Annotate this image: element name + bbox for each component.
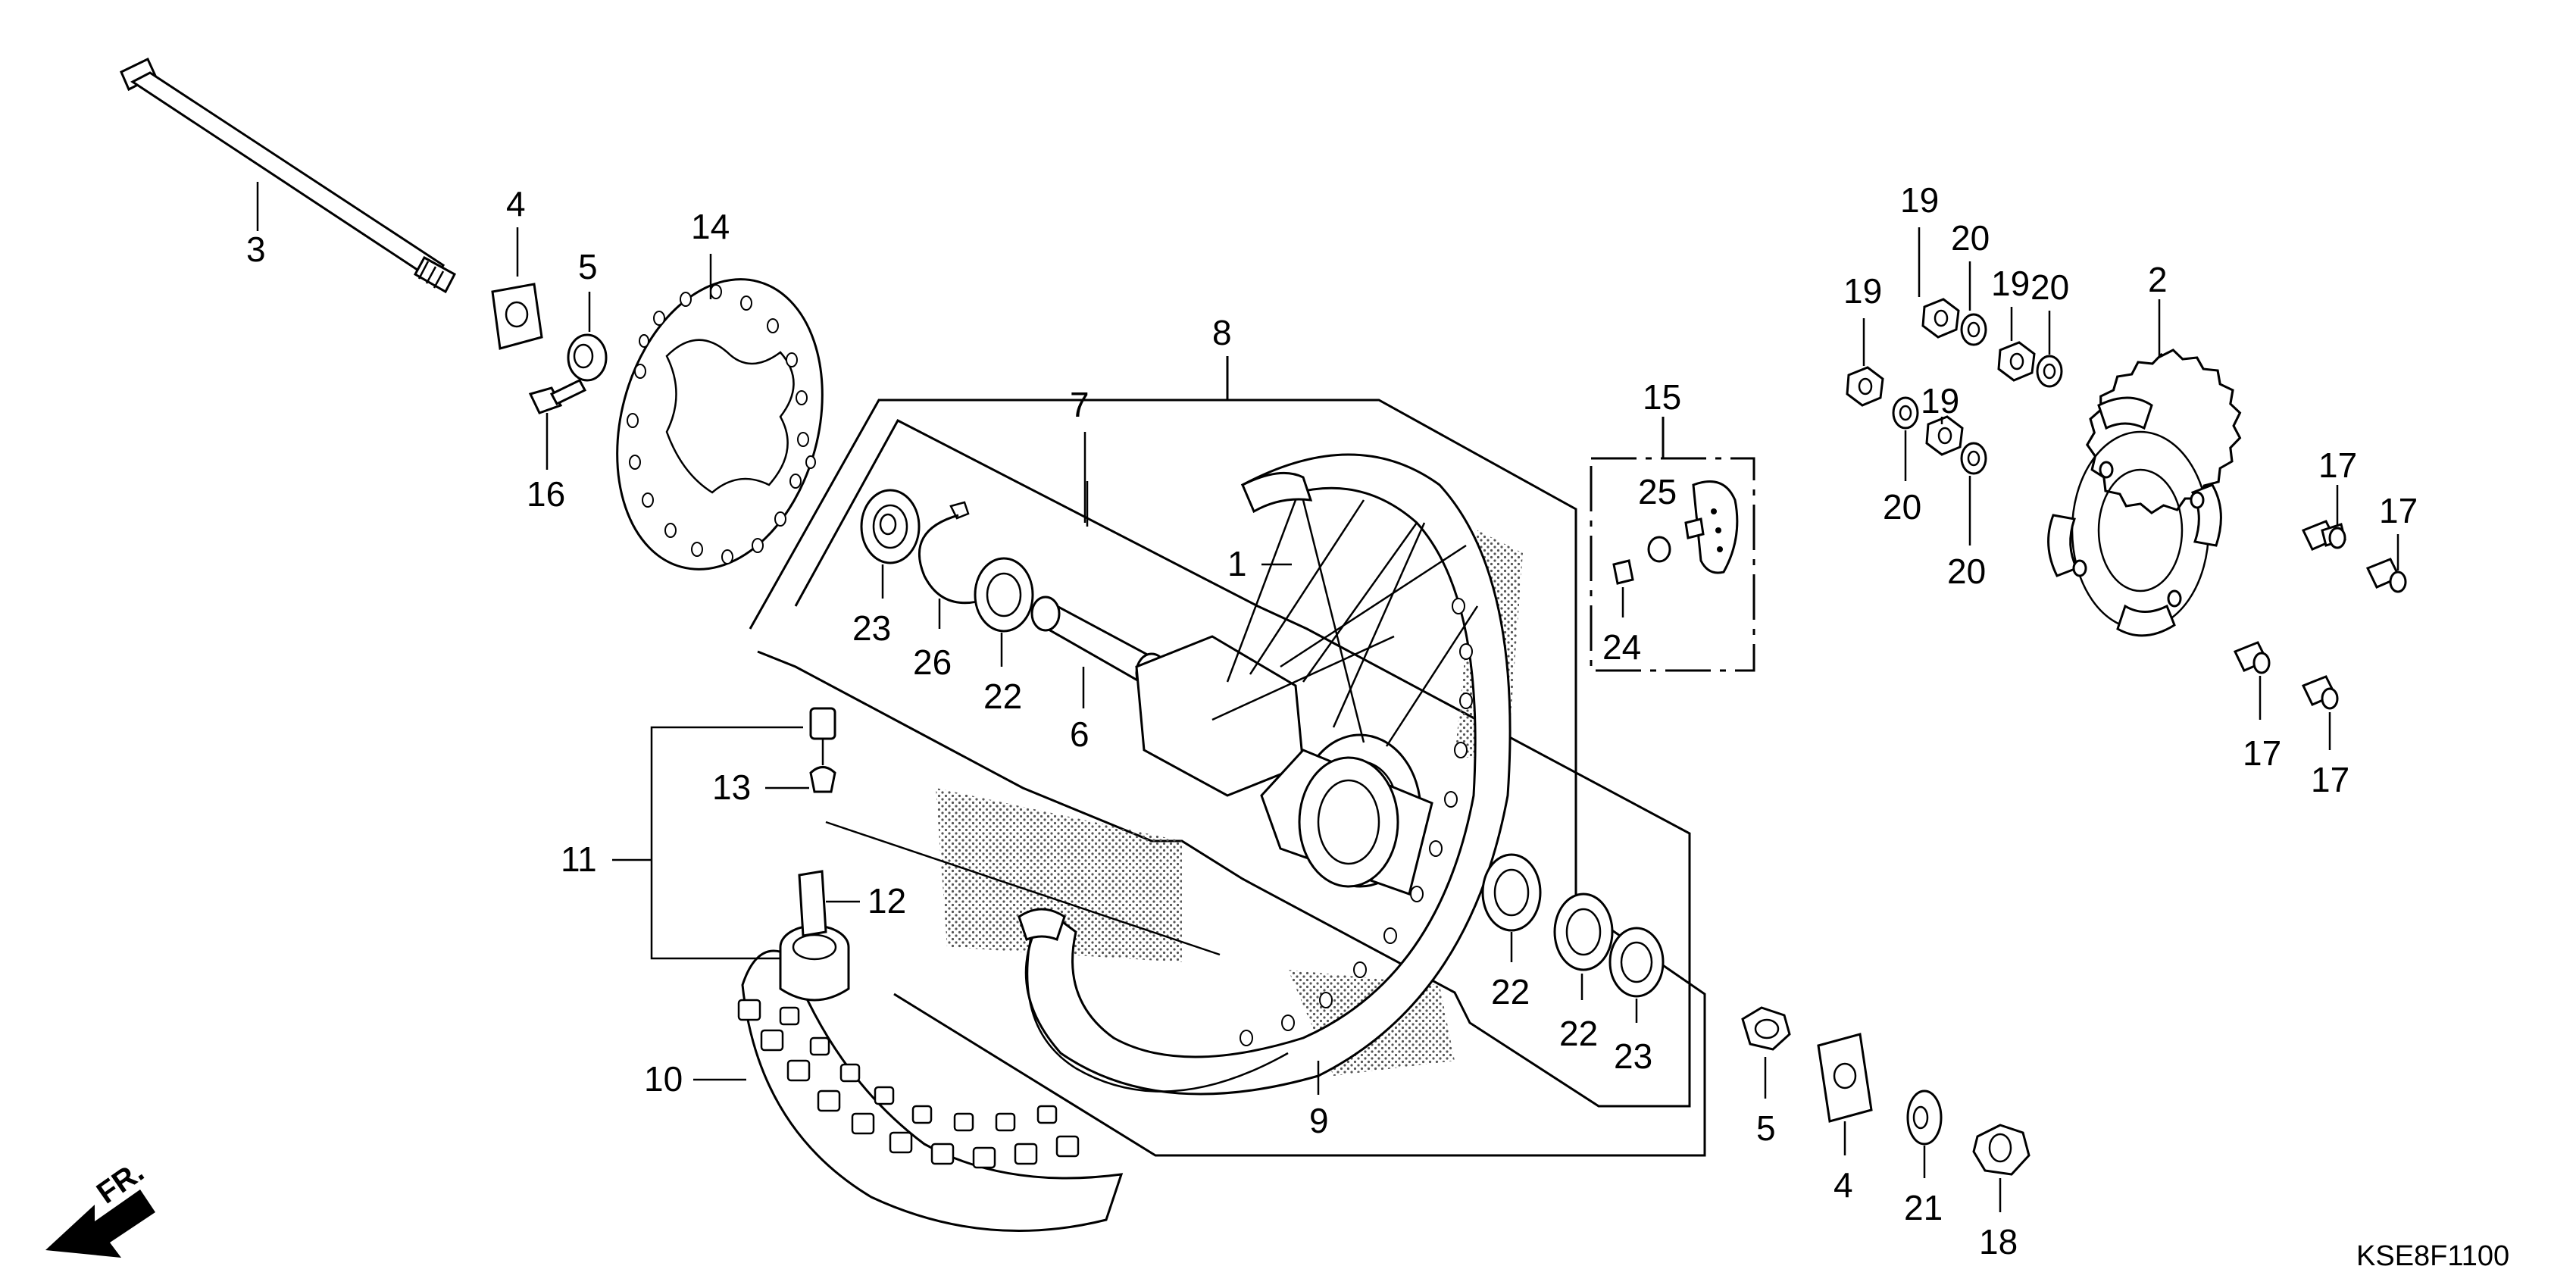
- callout-17-b: 17: [2379, 491, 2418, 530]
- rim-band: [1241, 471, 1313, 514]
- callout-24: 24: [1602, 627, 1641, 667]
- callout-14: 14: [691, 207, 730, 246]
- driven-sprocket-part: [2047, 349, 2242, 637]
- bearing-22-right-1: [1481, 853, 1542, 932]
- side-collar-right: [1741, 1006, 1791, 1051]
- bearing-22-left: [974, 557, 1034, 633]
- tire-part: [737, 949, 1124, 1233]
- callout-22-left: 22: [983, 677, 1022, 716]
- hub-part: [1135, 635, 1433, 896]
- bracket-11: [650, 726, 803, 960]
- callout-18: 18: [1979, 1222, 2018, 1261]
- bearing-23-left: [860, 489, 921, 564]
- sprocket-washer-20-b: [2036, 355, 2063, 388]
- tube-part: [779, 924, 850, 1002]
- hub-assembly-bracket: [757, 418, 1691, 1108]
- callout-11: 11: [561, 839, 597, 879]
- callout-5-left: 5: [578, 247, 598, 286]
- rim-lock-part: [798, 870, 827, 937]
- circlip-26: [918, 501, 989, 605]
- callout-19-d: 19: [1921, 381, 1959, 420]
- front-direction-arrow-icon: [45, 1190, 155, 1258]
- leader-13-link: [825, 821, 1221, 956]
- callout-2: 2: [2148, 260, 2168, 299]
- axle-adjuster-plate-left: [491, 283, 543, 350]
- sensor-kit-box: [1590, 417, 1755, 672]
- callout-19-c: 19: [1843, 271, 1882, 311]
- callout-20-d: 20: [1947, 552, 1986, 591]
- rim-part: [1024, 453, 1512, 1096]
- callout-20-a: 20: [1951, 218, 1990, 258]
- callout-23-right: 23: [1614, 1036, 1652, 1076]
- sprocket-bolt-17-a: [2301, 520, 2346, 551]
- axle-part: [120, 57, 457, 294]
- sprocket-nut-19-c: [1846, 366, 1884, 407]
- axle-nut-18: [1972, 1124, 2030, 1176]
- rim-band-lower: [1018, 908, 1289, 1093]
- diagram-part-code: KSE8F1100: [2356, 1240, 2509, 1272]
- side-collar-left: [567, 333, 608, 382]
- callout-8: 8: [1212, 313, 1232, 352]
- callout-20-c: 20: [1883, 487, 1921, 527]
- brake-disc-part: [616, 278, 824, 571]
- callout-13: 13: [712, 767, 751, 807]
- callout-26: 26: [913, 642, 952, 682]
- sprocket-nut-19-d: [1925, 415, 1964, 456]
- sprocket-bolt-17-c: [2233, 641, 2271, 674]
- callout-7: 7: [1070, 385, 1089, 424]
- spokes: [1211, 499, 1479, 747]
- callout-5-right: 5: [1756, 1108, 1776, 1148]
- callout-4-right: 4: [1834, 1165, 1853, 1205]
- callout-4-left: 4: [506, 184, 526, 224]
- callout-1: 1: [1227, 544, 1247, 583]
- bearing-22-right-2: [1553, 893, 1614, 971]
- callout-21: 21: [1904, 1188, 1943, 1227]
- callout-9: 9: [1309, 1101, 1329, 1140]
- callout-17-d: 17: [2311, 760, 2349, 799]
- callout-19-b: 19: [1991, 264, 2030, 303]
- valve-cap-part: [809, 707, 836, 793]
- callout-17-a: 17: [2318, 445, 2357, 485]
- callout-17-c: 17: [2243, 733, 2281, 773]
- sprocket-washer-20-d: [1960, 442, 1987, 475]
- disc-bolt-part: [528, 379, 587, 414]
- sprocket-washer-20-a: [1960, 313, 1987, 346]
- callout-23-left: 23: [852, 608, 891, 648]
- callout-22-right-1: 22: [1491, 972, 1530, 1011]
- hub-shading: [936, 788, 1182, 962]
- callout-20-b: 20: [2030, 267, 2069, 307]
- callout-6: 6: [1070, 714, 1089, 754]
- sprocket-washer-20-c: [1892, 396, 1919, 430]
- bearing-23-right: [1608, 927, 1665, 998]
- sprocket-nut-19-b: [1997, 341, 2036, 382]
- callout-15: 15: [1643, 377, 1681, 417]
- callout-19-a: 19: [1900, 180, 1939, 220]
- sprocket-bolt-17-b: [2365, 558, 2407, 593]
- sprocket-bolt-17-d: [2301, 675, 2339, 710]
- callout-16: 16: [527, 474, 565, 514]
- sprocket-nut-19-a: [1921, 298, 1960, 339]
- axle-washer-21: [1906, 1089, 1943, 1146]
- callout-10: 10: [644, 1059, 683, 1099]
- axle-adjuster-plate-right: [1817, 1033, 1873, 1123]
- callout-3: 3: [246, 230, 266, 269]
- callout-22-right-2: 22: [1559, 1014, 1598, 1053]
- callout-25: 25: [1638, 472, 1677, 511]
- callout-12: 12: [868, 881, 906, 921]
